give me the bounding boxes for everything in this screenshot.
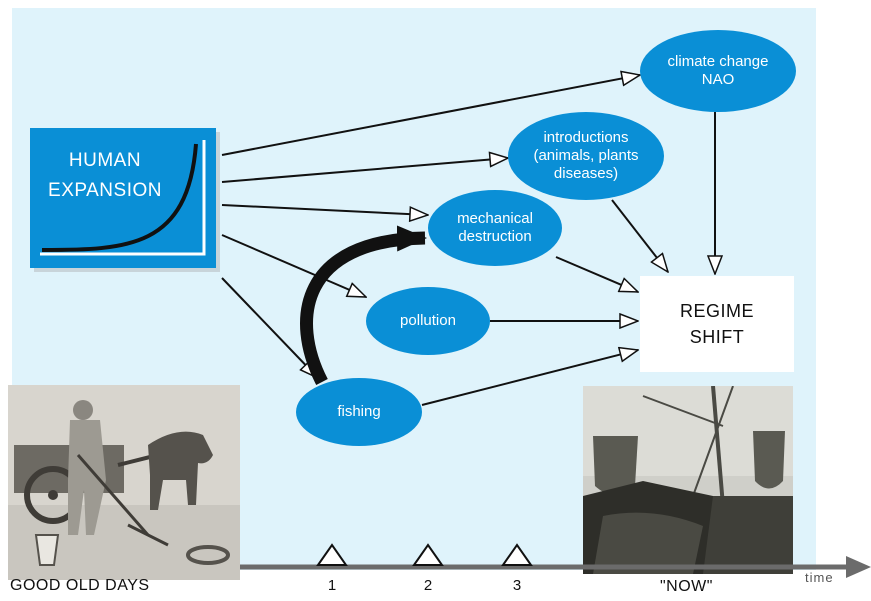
- timeline-tick-2: [412, 543, 444, 566]
- introductions-line-1: introductions: [543, 129, 629, 146]
- climate-line-2: NAO: [701, 71, 735, 88]
- pollution-label: pollution: [400, 312, 456, 329]
- timeline-tick-3: [501, 543, 533, 566]
- regime-shift-box: REGIME SHIFT: [640, 276, 794, 372]
- time-axis-label: time: [805, 570, 834, 585]
- arrow-fishing-to-mechanical: [300, 225, 427, 385]
- tick-label-2: 2: [423, 577, 433, 594]
- fishing-node: fishing: [296, 378, 422, 446]
- introductions-node: introductions (animals, plants diseases): [508, 112, 664, 200]
- regime-line-1: REGIME: [679, 301, 754, 321]
- modern-trawler-photo: [583, 386, 793, 574]
- old-fishing-photo: [8, 385, 240, 580]
- climate-line-1: climate change: [667, 53, 769, 70]
- timeline-arrowhead: [846, 556, 871, 578]
- exponential-growth-chart: [38, 138, 206, 260]
- now-label: "NOW": [660, 578, 713, 595]
- arrow-introductions-to-regime: [611, 199, 668, 272]
- human-expansion-label: HUMAN EXPANSION: [48, 150, 162, 201]
- arrow-to-fishing: [221, 277, 318, 378]
- arrow-to-climate: [221, 75, 640, 156]
- good-old-days-label: GOOD OLD DAYS: [10, 577, 150, 594]
- arrow-to-pollution: [221, 234, 366, 298]
- fishing-label: fishing: [337, 403, 381, 420]
- arrow-fishing-to-regime: [421, 350, 638, 406]
- arrow-to-mechanical: [221, 204, 428, 215]
- human-expansion-box: HUMAN EXPANSION: [30, 128, 216, 268]
- pollution-node: pollution: [366, 287, 490, 355]
- timeline-tick-1: [316, 543, 348, 566]
- tick-label-1: 1: [327, 577, 337, 594]
- mechanical-line-1: mechanical: [457, 210, 533, 227]
- climate-change-node: climate change NAO: [640, 30, 796, 112]
- tick-label-3: 3: [512, 577, 522, 594]
- mechanical-line-2: destruction: [458, 228, 532, 245]
- arrow-mechanical-to-regime: [555, 256, 638, 293]
- mechanical-destruction-node: mechanical destruction: [428, 190, 562, 266]
- arrow-to-introductions: [221, 158, 508, 183]
- introductions-line-3: diseases): [553, 165, 619, 182]
- introductions-line-2: (animals, plants: [533, 147, 639, 164]
- regime-line-2: SHIFT: [689, 327, 745, 347]
